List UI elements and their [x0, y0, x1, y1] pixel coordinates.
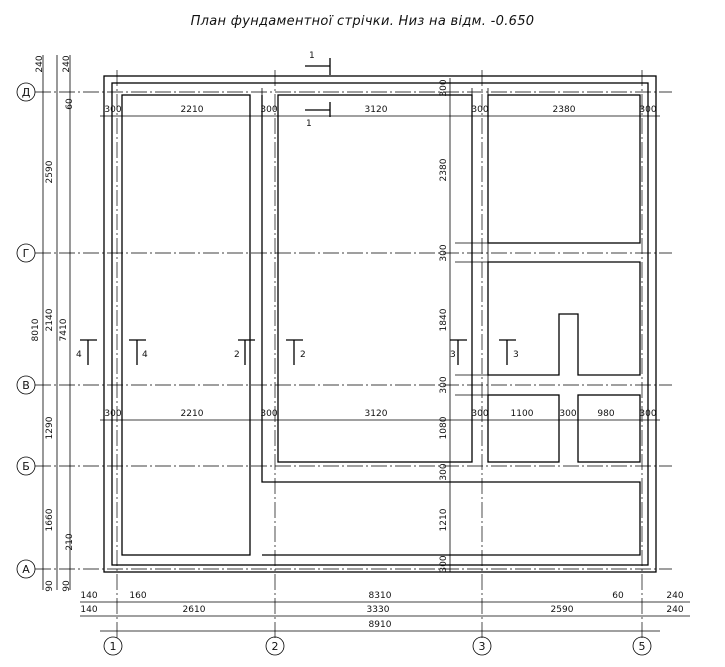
svg-text:60: 60	[65, 98, 75, 110]
svg-text:3330: 3330	[367, 605, 390, 615]
svg-text:3120: 3120	[365, 105, 388, 115]
svg-text:60: 60	[612, 591, 624, 601]
svg-text:2380: 2380	[439, 158, 449, 181]
svg-text:90: 90	[45, 580, 55, 592]
svg-text:300: 300	[104, 105, 121, 115]
foundation-rooms	[121, 94, 641, 556]
axis-label-g: Г	[23, 247, 30, 260]
axis-label-d: Д	[22, 86, 31, 99]
axis-label-a: А	[22, 563, 30, 576]
svg-text:300: 300	[639, 409, 656, 419]
axis-label-v: В	[22, 379, 30, 392]
dim-middle-row: 300 2210 300 3120 300 1100 300 980 300	[100, 409, 660, 421]
svg-text:7410: 7410	[59, 318, 69, 341]
svg-text:2590: 2590	[45, 160, 55, 183]
svg-text:8310: 8310	[369, 591, 392, 601]
svg-text:300: 300	[639, 105, 656, 115]
svg-text:240: 240	[35, 55, 45, 72]
dim-left-chains: 240 240 8010 90 90 60 2590 7410 210 2140…	[31, 55, 75, 592]
svg-text:2210: 2210	[181, 105, 204, 115]
svg-text:1840: 1840	[439, 308, 449, 331]
svg-text:3120: 3120	[365, 409, 388, 419]
svg-text:240: 240	[666, 591, 683, 601]
section-1-bottom: 1	[306, 119, 312, 129]
svg-text:300: 300	[439, 555, 449, 572]
svg-text:300: 300	[104, 409, 121, 419]
drawing-title: План фундаментної стрічки. Низ на відм. …	[190, 14, 535, 29]
strip-lines	[261, 88, 489, 482]
svg-text:2380: 2380	[553, 105, 576, 115]
svg-text:300: 300	[260, 105, 277, 115]
section-4-right: 4	[142, 350, 148, 360]
svg-text:2140: 2140	[45, 308, 55, 331]
section-marks: 1 1 2 2 3 3 4 4	[76, 51, 519, 365]
svg-text:140: 140	[80, 591, 97, 601]
section-3-left: 3	[450, 350, 456, 360]
svg-text:240: 240	[62, 55, 72, 72]
svg-text:8010: 8010	[31, 318, 41, 341]
section-2-right: 2	[300, 350, 306, 360]
section-4-left: 4	[76, 350, 82, 360]
axis-label-5: 5	[639, 640, 646, 653]
svg-text:1100: 1100	[511, 409, 534, 419]
svg-text:90: 90	[62, 580, 72, 592]
svg-text:2210: 2210	[181, 409, 204, 419]
section-3-right: 3	[513, 350, 519, 360]
svg-text:8910: 8910	[369, 620, 392, 630]
axis-label-3: 3	[479, 640, 486, 653]
grid-axes	[35, 70, 672, 640]
svg-text:300: 300	[439, 79, 449, 96]
svg-text:1290: 1290	[45, 416, 55, 439]
section-2-left: 2	[234, 350, 240, 360]
svg-text:1660: 1660	[45, 508, 55, 531]
svg-text:300: 300	[260, 409, 277, 419]
svg-text:2610: 2610	[183, 605, 206, 615]
svg-text:2590: 2590	[551, 605, 574, 615]
section-1-top: 1	[309, 51, 315, 61]
svg-text:300: 300	[471, 105, 488, 115]
svg-text:1210: 1210	[439, 508, 449, 531]
svg-text:300: 300	[439, 376, 449, 393]
axis-label-b: Б	[22, 460, 30, 473]
axis-letter-bubbles: Д Г В Б А	[16, 82, 36, 579]
svg-text:140: 140	[80, 605, 97, 615]
foundation-outer-contour	[103, 75, 657, 573]
svg-text:300: 300	[439, 463, 449, 480]
svg-text:980: 980	[597, 409, 614, 419]
svg-text:160: 160	[129, 591, 146, 601]
dim-center-vertical: 300 2380 300 1840 300 1080 300 1210 300	[439, 78, 451, 573]
dim-bottom-rows: 140 160 8310 60 240 140 2610 3330 2590 2…	[80, 591, 690, 632]
axis-label-1: 1	[110, 640, 117, 653]
axis-label-2: 2	[272, 640, 279, 653]
axis-number-bubbles: 1 2 3 5	[103, 636, 652, 656]
svg-text:1080: 1080	[439, 416, 449, 439]
svg-text:210: 210	[65, 533, 75, 550]
svg-text:300: 300	[439, 244, 449, 261]
svg-text:240: 240	[666, 605, 683, 615]
svg-text:300: 300	[471, 409, 488, 419]
svg-text:300: 300	[559, 409, 576, 419]
dim-top-row: 300 2210 300 3120 300 2380 300	[100, 105, 660, 117]
